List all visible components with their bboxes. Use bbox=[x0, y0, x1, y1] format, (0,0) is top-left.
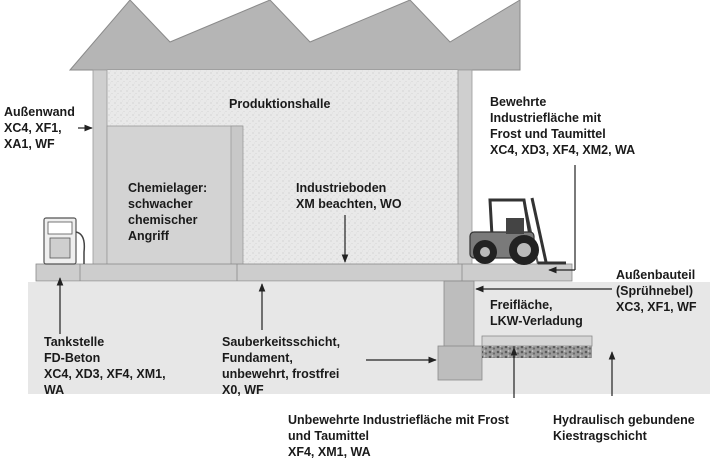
outdoor-slab bbox=[481, 335, 593, 347]
label-exterior-part: Außenbauteil (Sprühnebel) XC3, XF1, WF bbox=[616, 268, 697, 314]
label-open-area: Freifläche, LKW-Verladung bbox=[490, 298, 583, 328]
label-reinforced-surface: Bewehrte Industriefläche mit Frost und T… bbox=[490, 95, 636, 157]
foundation-footing bbox=[437, 345, 483, 381]
forklift bbox=[469, 197, 566, 265]
label-unreinforced-surface: Unbewehrte Industriefläche mit Frost und… bbox=[288, 413, 509, 459]
floor-slab bbox=[35, 263, 573, 282]
chemical-storage-room bbox=[106, 125, 243, 267]
sawtooth-roof bbox=[68, 0, 521, 71]
label-chemical-storage: Chemielager: schwacher chemischer Angrif… bbox=[128, 181, 208, 243]
label-floor: Industrieboden XM beachten, WO bbox=[296, 181, 402, 211]
label-hall: Produktionshalle bbox=[229, 97, 331, 111]
label-outer-wall: Außenwand XC4, XF1, XA1, WF bbox=[4, 105, 75, 151]
fuel-pump bbox=[43, 217, 86, 265]
ground bbox=[28, 282, 710, 394]
label-filling-station: Tankstelle FD-Beton XC4, XD3, XF4, XM1, … bbox=[44, 335, 166, 397]
label-gravel-base: Hydraulisch gebundene Kiestragschicht bbox=[553, 413, 695, 443]
foundation-column bbox=[443, 280, 475, 348]
gravel-base-layer bbox=[482, 346, 592, 358]
label-blinding-layer: Sauberkeitsschicht, Fundament, unbewehrt… bbox=[222, 335, 341, 397]
outer-wall-left bbox=[92, 69, 108, 267]
chemical-storage-wall bbox=[230, 125, 244, 267]
